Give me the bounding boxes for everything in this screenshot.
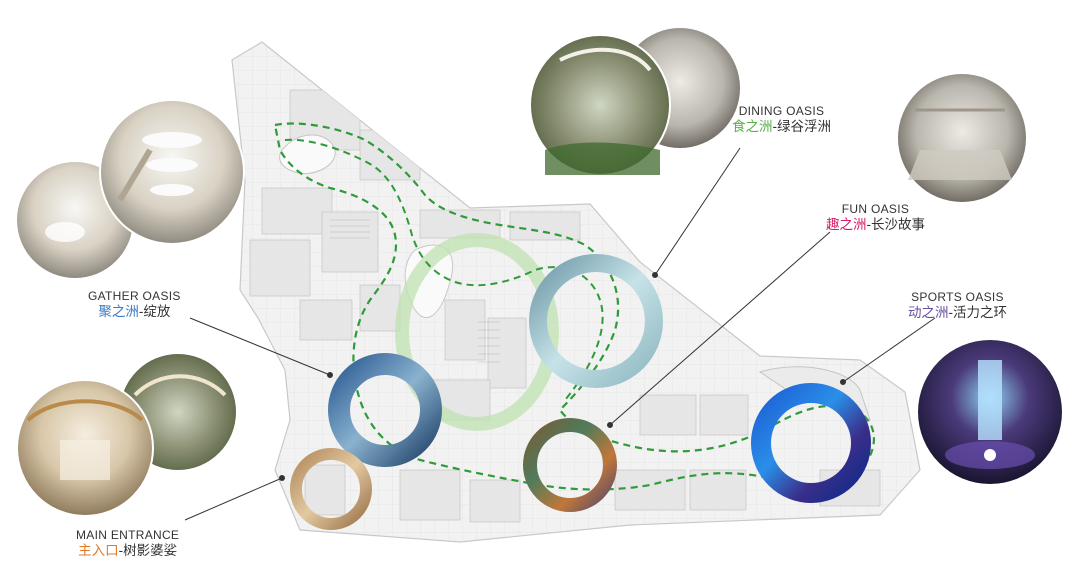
sports-oasis-en: SPORTS OASIS [911, 290, 1004, 304]
fun-oasis-cn: 趣之洲 [826, 217, 867, 232]
gather-ring [328, 353, 442, 467]
entrance-photo-cluster [16, 354, 236, 517]
fun-oasis-en: FUN OASIS [841, 202, 910, 216]
dining-oasis-cn-rest: -绿谷浮洲 [772, 119, 832, 134]
gather-oasis-en: GATHER OASIS [88, 289, 181, 303]
gather-oasis-cn-rest: -绽放 [138, 304, 171, 319]
sports-ring [751, 383, 871, 503]
gather-oasis-label: GATHER OASIS 聚之洲-绽放 [88, 289, 181, 321]
sports-oasis-label: SPORTS OASIS 动之洲-活力之环 [908, 290, 1007, 322]
dining-oasis-en: DINING OASIS [738, 104, 825, 118]
main-entrance-label: MAIN ENTRANCE 主入口-树影婆娑 [76, 528, 179, 560]
dining-oasis-cn: 食之洲 [732, 119, 773, 134]
dining-photo-cluster [529, 28, 740, 176]
fun-oasis-label: FUN OASIS 趣之洲-长沙故事 [826, 202, 925, 234]
dining-oasis-label: DINING OASIS 食之洲-绿谷浮洲 [732, 104, 831, 136]
main-entrance-cn: 主入口 [78, 543, 119, 558]
main-entrance-cn-rest: -树影婆娑 [118, 543, 178, 558]
circulation-path-inner [284, 138, 604, 401]
sports-photo [918, 340, 1062, 484]
leader-lines [184, 147, 936, 521]
gather-oasis-cn: 聚之洲 [98, 304, 139, 319]
fun-oasis-cn-rest: -长沙故事 [866, 217, 926, 232]
pale-green-ring [395, 233, 559, 431]
fun-photo [898, 74, 1026, 202]
gather-photo-cluster [17, 99, 245, 278]
entrance-ring [290, 448, 372, 530]
sports-oasis-cn-rest: -活力之环 [948, 305, 1008, 320]
sports-oasis-cn: 动之洲 [908, 305, 949, 320]
fun-ring [523, 418, 617, 512]
circulation-path [273, 122, 875, 491]
main-entrance-en: MAIN ENTRANCE [76, 528, 180, 542]
dining-ring [529, 254, 663, 388]
